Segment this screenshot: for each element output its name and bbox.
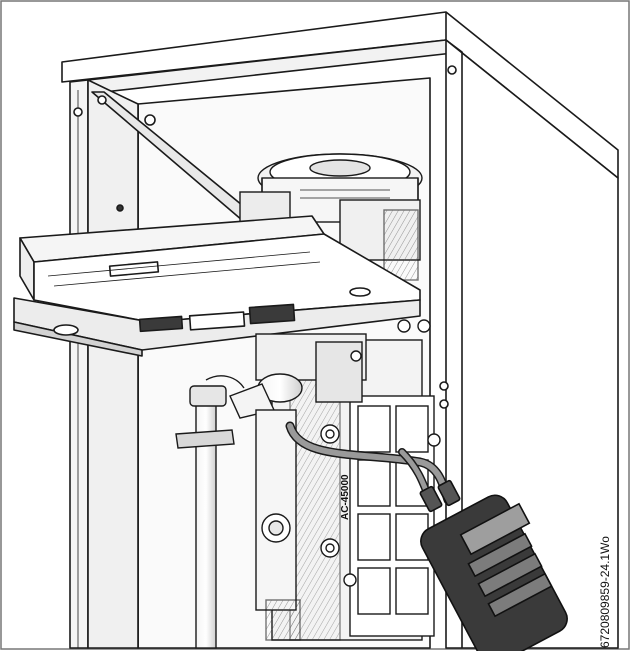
water-pipe	[175, 375, 245, 649]
heat-exchanger: AC-45000	[271, 339, 441, 641]
pressure-meter-icon	[419, 479, 568, 651]
gas-valve	[229, 319, 431, 641]
pressure-hoses	[285, 421, 453, 510]
heat-exchanger-label: AC-45000	[340, 474, 351, 520]
control-panel-tray	[13, 215, 421, 357]
fan-burner-assembly	[239, 153, 423, 281]
figure-reference-code: 6720809859-24.1Wo	[598, 536, 612, 648]
